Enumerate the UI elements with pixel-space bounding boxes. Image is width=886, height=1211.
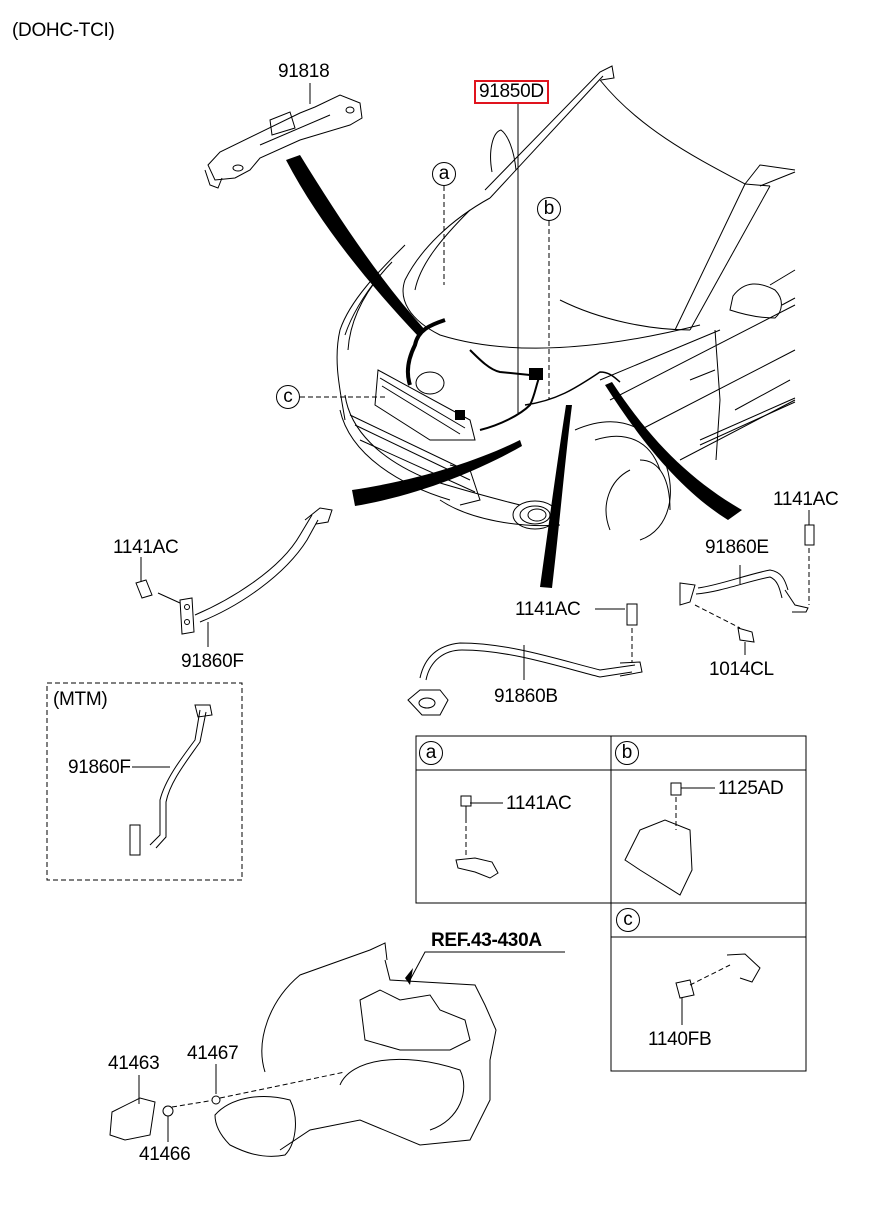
part-number-91860F-mtm[interactable]: 91860F [68, 757, 131, 778]
part-number-1141AC-center[interactable]: 1141AC [515, 599, 581, 620]
leader-lines [300, 83, 549, 413]
part-91860E-cable [680, 525, 814, 642]
part-number-1014CL[interactable]: 1014CL [709, 659, 774, 680]
part-number-41463[interactable]: 41463 [108, 1053, 160, 1074]
part-number-91860F[interactable]: 91860F [181, 651, 244, 672]
part-number-41467[interactable]: 41467 [187, 1043, 239, 1064]
part-number-91860B[interactable]: 91860B [494, 686, 558, 707]
part-91818-bracket [205, 95, 362, 188]
vehicle-front-outline [337, 66, 795, 540]
callout-a[interactable]: a [432, 162, 456, 186]
detail-c-part-1140FB[interactable]: 1140FB [648, 1029, 712, 1050]
mtm-box-title: (MTM) [53, 689, 108, 710]
part-91860F-cable [136, 508, 332, 634]
reference-link[interactable]: REF.43-430A [431, 930, 542, 951]
detail-header-b: b [615, 741, 639, 765]
detail-header-a: a [419, 741, 443, 765]
part-number-1141AC-left[interactable]: 1141AC [113, 537, 179, 558]
callout-c[interactable]: c [276, 385, 300, 409]
part-number-41466[interactable]: 41466 [139, 1144, 191, 1165]
part-number-91850D-highlighted[interactable]: 91850D [474, 80, 549, 104]
part-number-1141AC-right[interactable]: 1141AC [773, 489, 839, 510]
detail-header-c: c [616, 908, 640, 932]
detail-table [416, 736, 806, 1071]
detail-b-part-1125AD[interactable]: 1125AD [718, 778, 784, 799]
label-leaders [132, 510, 809, 1142]
transmission-assembly [110, 943, 565, 1156]
part-number-91818[interactable]: 91818 [278, 61, 330, 82]
part-91860B-cable [408, 604, 642, 715]
pointer-swooshes [286, 155, 742, 588]
part-number-91860E[interactable]: 91860E [705, 537, 769, 558]
mtm-box [47, 683, 242, 880]
detail-a-part-1141AC[interactable]: 1141AC [506, 793, 572, 814]
engine-variant-label: (DOHC-TCI) [12, 20, 115, 41]
callout-b[interactable]: b [537, 197, 561, 221]
